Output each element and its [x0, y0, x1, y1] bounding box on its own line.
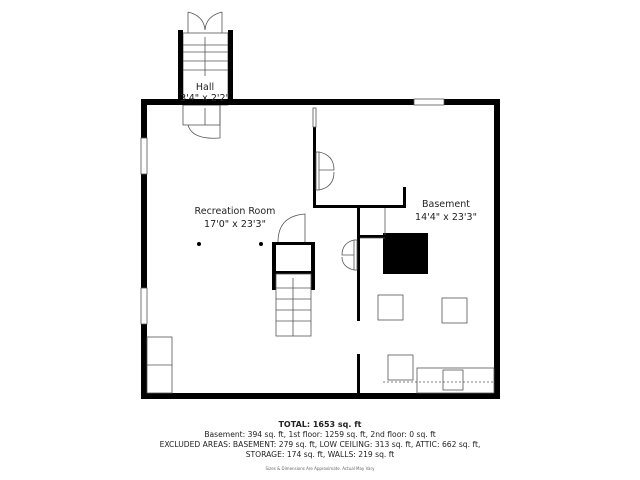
room-dimensions-hall: 3'4" x 2'2" — [180, 93, 230, 104]
room-name-recreation: Recreation Room — [195, 206, 276, 217]
excluded-areas: EXCLUDED AREAS: BASEMENT: 279 sq. ft, LO… — [159, 440, 481, 449]
total-area: TOTAL: 1653 sq. ft — [278, 420, 362, 429]
excluded-areas-2: STORAGE: 174 sq. ft, WALLS: 219 sq. ft — [245, 450, 395, 459]
floor-areas: Basement: 394 sq. ft, 1st floor: 1259 sq… — [204, 430, 436, 439]
room-dimensions-recreation: 17'0" x 23'3" — [204, 219, 266, 230]
chimney — [383, 233, 428, 274]
walls — [141, 30, 500, 399]
posts — [197, 242, 263, 246]
disclaimer: Sizes & Dimensions Are Approximate. Actu… — [265, 466, 375, 471]
area-summary: TOTAL: 1653 sq. ft Basement: 394 sq. ft,… — [0, 420, 640, 474]
room-name-hall: Hall — [196, 82, 214, 93]
room-dimensions-basement: 14'4" x 23'3" — [415, 212, 477, 223]
hall-stairs — [182, 11, 229, 139]
room-name-basement: Basement — [422, 199, 470, 210]
windows-and-fixtures — [140, 98, 495, 394]
